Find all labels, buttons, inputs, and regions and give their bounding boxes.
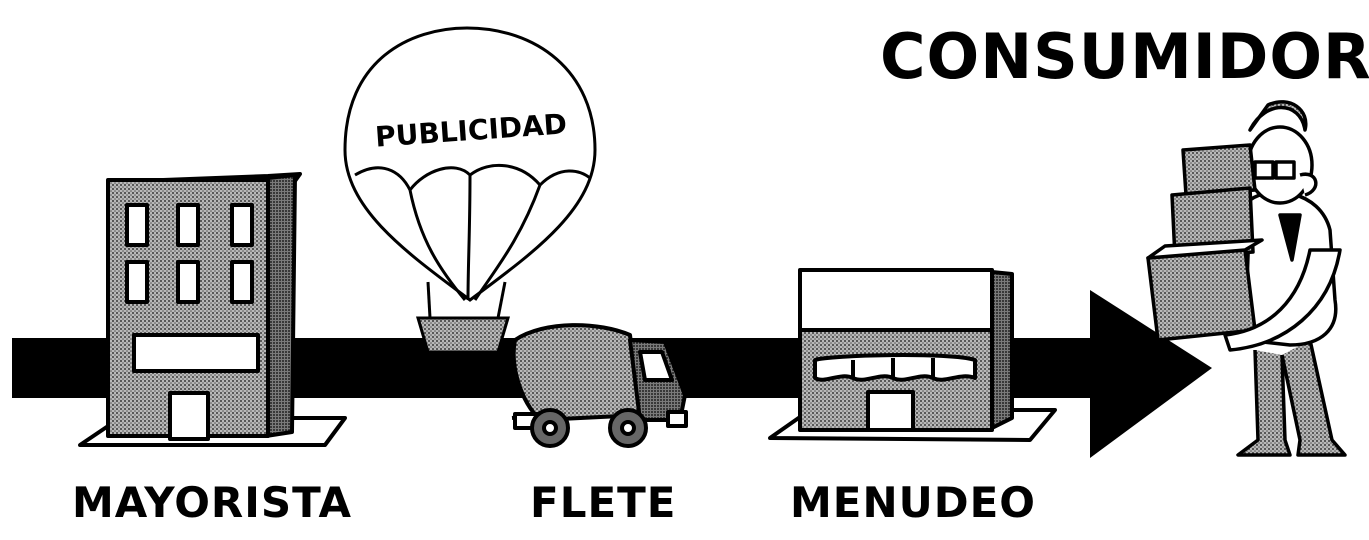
wholesaler-label: MAYORISTA bbox=[72, 478, 353, 527]
consumer-label: CONSUMIDOR bbox=[880, 20, 1369, 93]
building-icon bbox=[78, 172, 347, 447]
hot-air-balloon-icon bbox=[343, 26, 597, 354]
freight-label: FLETE bbox=[530, 478, 677, 527]
delivery-truck-icon bbox=[511, 323, 688, 448]
storefront-icon bbox=[768, 268, 1057, 442]
consumer-carrying-boxes-icon bbox=[1146, 100, 1347, 457]
retail-label: MENUDEO bbox=[790, 478, 1036, 527]
